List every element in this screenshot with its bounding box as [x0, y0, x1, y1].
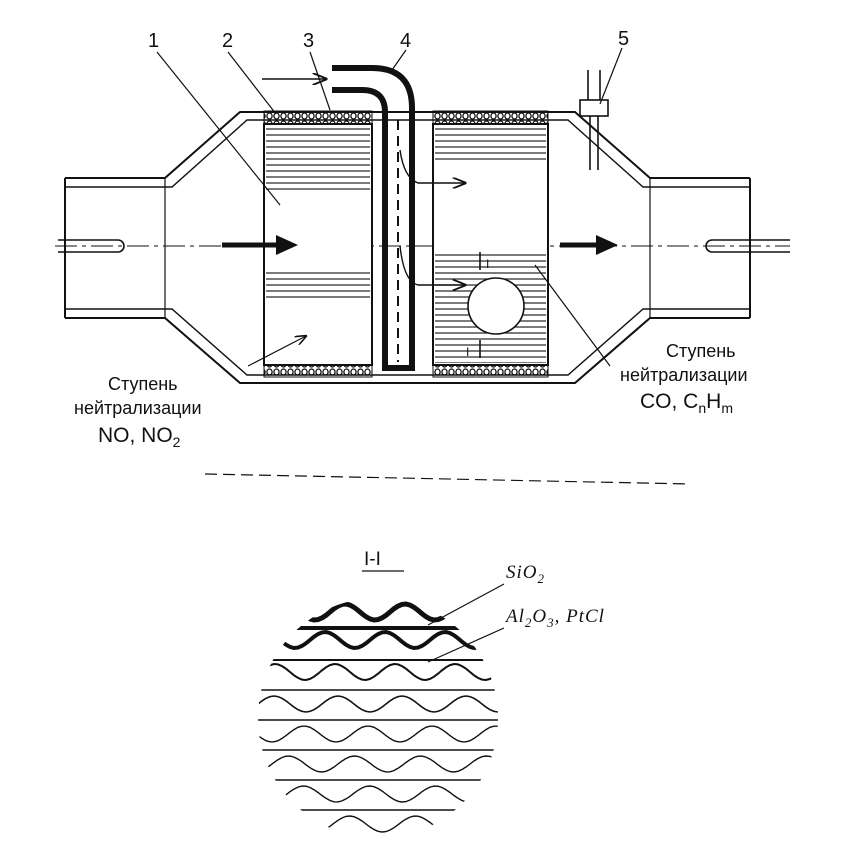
stage-co-caption: Ступень нейтрализации CO, CnHm [620, 341, 748, 416]
co-catalyst-block: I I [432, 110, 549, 378]
corrugated-layer [258, 725, 498, 743]
stage-nox-caption: Ступень нейтрализации NO, NO2 [74, 374, 202, 450]
callout-2: 2 [222, 30, 233, 52]
air-supply-tube [332, 65, 465, 371]
al2o3-ptcl-label: Al2O3, PtCl [504, 606, 605, 630]
callout-3: 3 [303, 30, 314, 52]
corrugated-layer [258, 662, 498, 682]
converter-housing [64, 111, 751, 384]
section-separator [204, 473, 691, 485]
section-label: I-I [362, 549, 404, 572]
callout-1: 1 [148, 30, 159, 52]
svg-text:I: I [486, 257, 489, 271]
corrugated-layer [258, 785, 498, 803]
sensor-probe [579, 70, 609, 170]
corrugated-layer [258, 695, 498, 713]
callout-4: 4 [400, 30, 411, 52]
svg-text:Ступень: Ступень [666, 341, 736, 361]
corrugated-layer [258, 629, 498, 651]
layer-labels: SiO2 Al2O3, PtCl [427, 562, 605, 663]
svg-text:I: I [466, 345, 469, 359]
sio2-label: SiO2 [506, 562, 545, 586]
leader-lines [156, 47, 623, 367]
svg-text:нейтрализации: нейтрализации [74, 398, 202, 418]
corrugated-layer [258, 755, 498, 773]
corrugated-layer [258, 601, 498, 623]
section-detail [258, 601, 498, 833]
svg-text:I-I: I-I [364, 549, 381, 570]
svg-text:Ступень: Ступень [108, 374, 178, 394]
callout-5: 5 [618, 28, 629, 50]
nox-catalyst-block [263, 110, 373, 378]
corrugated-layer [258, 815, 498, 833]
svg-text:CO, CnHm: CO, CnHm [640, 390, 733, 416]
svg-text:NO, NO2: NO, NO2 [98, 424, 181, 450]
svg-text:нейтрализации: нейтрализации [620, 365, 748, 385]
flow-arrows [222, 235, 618, 255]
callout-numbers: 1 2 3 4 5 [148, 28, 629, 52]
